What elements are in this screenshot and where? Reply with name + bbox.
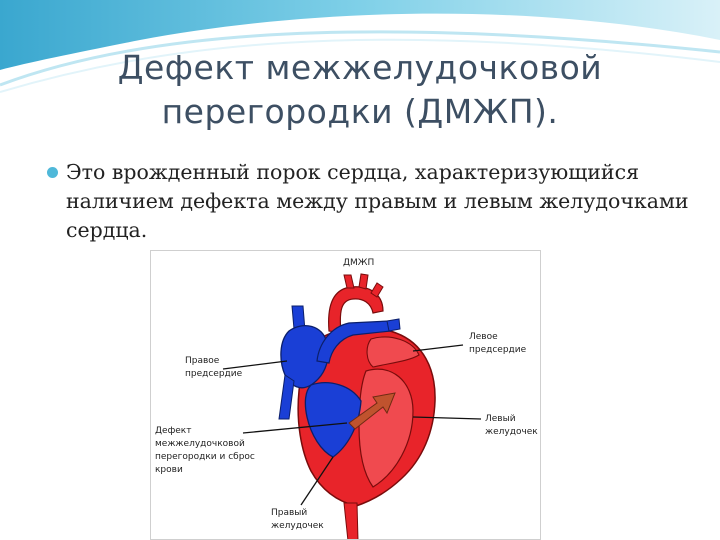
- slide-title-line1: Дефект межжелудочковой: [117, 48, 603, 87]
- aorta: [328, 286, 384, 334]
- diagram-caption: ДМЖП: [343, 258, 374, 268]
- label-right-ventricle: Правый желудочек: [271, 508, 324, 531]
- slide-title-line2: перегородки (ДМЖП).: [161, 92, 559, 131]
- inferior-vena-cava: [278, 374, 295, 420]
- shunt-arrow: [348, 392, 396, 430]
- label-left-ventricle: Левый желудочек: [485, 414, 538, 437]
- aorta-branch-3: [370, 282, 384, 298]
- heart-illustration: ДМЖП: [222, 258, 482, 539]
- bullet-icon: [47, 167, 58, 178]
- pointer-left-atrium: [412, 344, 464, 352]
- aorta-branch-1: [343, 274, 355, 289]
- slide-title: Дефект межжелудочковой перегородки (ДМЖП…: [40, 46, 680, 134]
- pointer-defect: [242, 422, 348, 434]
- bullet-text: Это врожденный порок сердца, характеризу…: [66, 160, 689, 242]
- pointer-left-ventricle: [412, 416, 482, 420]
- label-defect: Дефект межжелудочковой перегородки и сбр…: [155, 426, 255, 475]
- left-atrium: [366, 336, 420, 368]
- pulmonary-branch: [386, 318, 401, 332]
- aorta-branch-2: [358, 273, 369, 290]
- pointer-right-ventricle: [300, 456, 334, 506]
- heart-diagram: ДМЖП Правое предсердие Левое предсердие: [150, 250, 541, 540]
- right-ventricle: [304, 382, 362, 458]
- apex-vessel: [343, 502, 359, 539]
- label-left-atrium: Левое предсердие: [469, 332, 527, 355]
- header-swoosh: [0, 0, 720, 93]
- label-right-atrium: Правое предсердие: [185, 356, 243, 379]
- pointer-right-atrium: [222, 360, 288, 370]
